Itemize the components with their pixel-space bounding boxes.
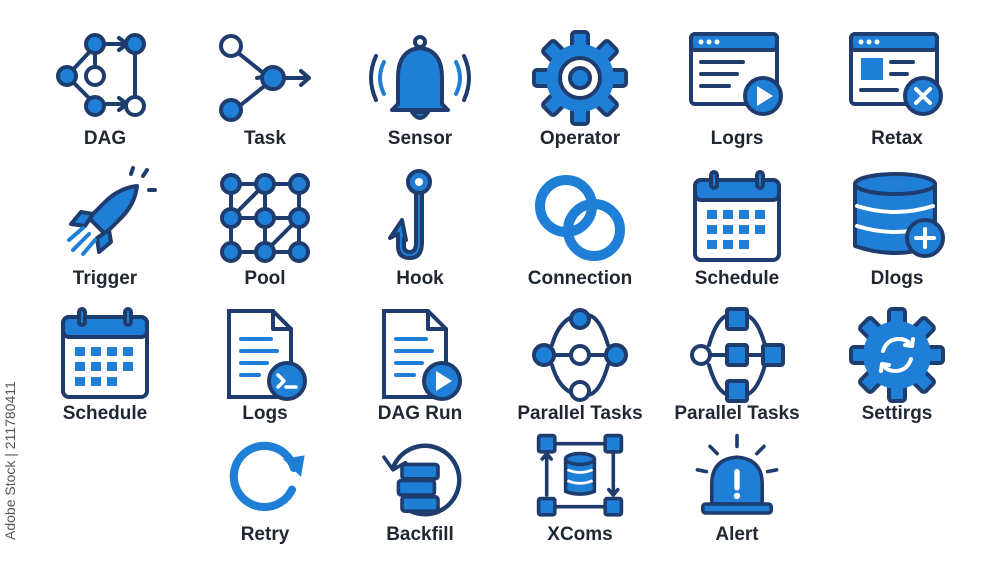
dlogs-icon bbox=[853, 172, 945, 258]
icon-tile-pool: Pool bbox=[190, 168, 340, 298]
icon-tile-schedule: Schedule bbox=[662, 168, 812, 298]
icon-label: Parallel Tasks bbox=[517, 403, 643, 424]
icon-label: Retry bbox=[240, 524, 290, 545]
icon-tile-parallel-tasks: Parallel Tasks bbox=[505, 305, 655, 435]
icon-tile-schedule: Schedule bbox=[30, 305, 180, 435]
icon-tile-settings: Settirgs bbox=[822, 305, 972, 435]
icon-tile-backfill: Backfill bbox=[345, 432, 495, 562]
icon-tile-parallel-tasks: Parallel Tasks bbox=[662, 305, 812, 435]
pool-icon bbox=[220, 173, 310, 263]
task-icon bbox=[219, 34, 311, 122]
settings-icon bbox=[849, 307, 945, 403]
logs-icon bbox=[227, 309, 307, 401]
icon-label: Retax bbox=[871, 128, 923, 149]
xcoms-icon bbox=[536, 433, 624, 517]
icon-label: Logs bbox=[242, 403, 288, 424]
icon-label: Logrs bbox=[710, 128, 764, 149]
stock-watermark-id: Adobe Stock | 211780411 bbox=[2, 381, 18, 540]
icon-label: Operator bbox=[539, 128, 621, 149]
icon-label: Schedule bbox=[62, 403, 148, 424]
connection-icon bbox=[535, 175, 625, 261]
icon-tile-sensor: Sensor bbox=[345, 28, 495, 158]
icon-label: Task bbox=[244, 128, 286, 149]
icon-tile-alert: Alert bbox=[662, 432, 812, 562]
icon-label: Pool bbox=[244, 268, 286, 289]
icon-label: Trigger bbox=[72, 268, 138, 289]
schedule-icon bbox=[693, 170, 781, 262]
operator-icon bbox=[532, 30, 628, 126]
icon-label: DAG Run bbox=[377, 403, 463, 424]
icon-label: XComs bbox=[547, 524, 613, 545]
icon-label: Settirgs bbox=[861, 403, 933, 424]
retry-icon bbox=[229, 441, 305, 511]
icon-tile-dag-run: DAG Run bbox=[345, 305, 495, 435]
icon-tile-retax: Retax bbox=[822, 28, 972, 158]
retax-icon bbox=[849, 32, 943, 116]
icon-tile-task: Task bbox=[190, 28, 340, 158]
hook-icon bbox=[388, 169, 432, 260]
icon-tile-hook: Hook bbox=[345, 168, 495, 298]
sensor-icon bbox=[369, 35, 471, 120]
trigger-icon bbox=[67, 166, 157, 256]
icon-label: Schedule bbox=[694, 268, 780, 289]
icon-tile-retry: Retry bbox=[190, 432, 340, 562]
icon-label: Hook bbox=[396, 268, 444, 289]
icon-label: Parallel Tasks bbox=[674, 403, 800, 424]
backfill-icon bbox=[382, 443, 462, 517]
icon-label: Alert bbox=[715, 524, 759, 545]
icon-label: Backfill bbox=[386, 524, 454, 545]
parallel-tasks-icon bbox=[690, 307, 785, 403]
dag-icon bbox=[56, 33, 146, 117]
icon-tile-connection: Connection bbox=[505, 168, 655, 298]
icon-tile-operator: Operator bbox=[505, 28, 655, 158]
icon-label: Connection bbox=[527, 268, 633, 289]
icon-tile-trigger: Trigger bbox=[30, 166, 180, 298]
alert-icon bbox=[695, 433, 779, 515]
icon-tile-dlogs: Dlogs bbox=[822, 168, 972, 298]
logrs-icon bbox=[689, 32, 783, 116]
icon-tile-xcoms: XComs bbox=[505, 432, 655, 562]
schedule-icon bbox=[61, 307, 149, 399]
parallel-tasks-icon bbox=[532, 308, 628, 402]
icon-tile-logs: Logs bbox=[190, 305, 340, 435]
icon-label: DAG bbox=[83, 128, 127, 149]
icon-tile-logrs: Logrs bbox=[662, 28, 812, 158]
icon-tile-dag: DAG bbox=[30, 28, 180, 158]
dag-run-icon bbox=[382, 309, 462, 401]
icon-label: Dlogs bbox=[870, 268, 924, 289]
icon-label: Sensor bbox=[387, 128, 453, 149]
